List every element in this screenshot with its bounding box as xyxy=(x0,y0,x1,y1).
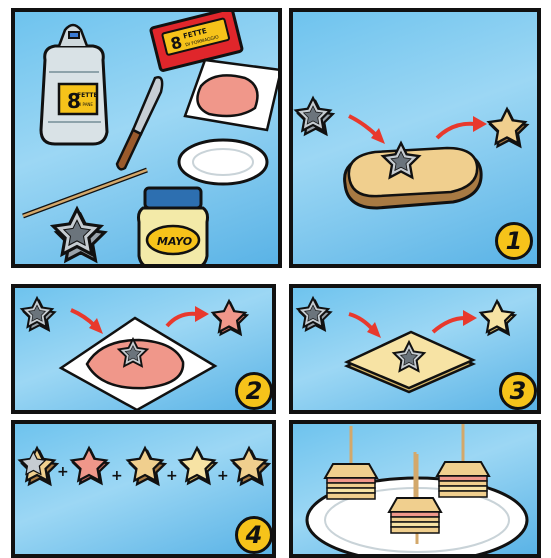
step-badge-1: 1 xyxy=(495,222,533,260)
stack-ham-star xyxy=(72,448,108,483)
red-arrow-head xyxy=(463,310,477,326)
star-cutter-icon xyxy=(22,298,55,330)
red-arrow-head xyxy=(473,116,487,132)
skewer-icon xyxy=(23,170,147,216)
panel-cut-ham: 2 xyxy=(11,284,276,414)
cheese-slice-icon xyxy=(347,332,473,392)
star-cutter-icon xyxy=(53,209,104,261)
plus-operator: + xyxy=(111,468,123,484)
ham-on-paper-icon xyxy=(61,318,215,410)
stack-cheese-star xyxy=(180,448,216,483)
step-badge-4: 4 xyxy=(235,516,273,554)
bread-slice-icon xyxy=(345,143,482,208)
bread-bag-icon: 8 FETTE DI PANE xyxy=(41,25,107,144)
red-arrow-icon xyxy=(349,116,377,136)
star-cutter-icon xyxy=(296,98,333,134)
red-arrow-icon xyxy=(71,310,95,326)
star-shape-icon xyxy=(213,301,247,334)
knife-icon xyxy=(117,77,162,169)
star-cutter-icon xyxy=(298,298,331,330)
plate-icon xyxy=(179,140,267,184)
stack-bread-star xyxy=(20,448,57,484)
plus-operator: + xyxy=(217,468,229,484)
sandwich-skewer-icon xyxy=(437,424,489,497)
stack-bread-star xyxy=(128,448,165,484)
stack-bread-star xyxy=(232,448,269,484)
bread-bag-subtext: DI PANE xyxy=(77,102,93,107)
mayo-label: MAYO xyxy=(157,235,192,248)
star-shape-icon xyxy=(489,109,527,146)
step-badge-2: 2 xyxy=(235,372,273,410)
step-badge-3: 3 xyxy=(499,372,537,410)
red-arrow-head xyxy=(195,306,209,322)
star-shape-icon xyxy=(481,301,515,334)
sandwich-skewer-icon xyxy=(325,426,377,499)
red-arrow-icon xyxy=(437,124,475,138)
panel-stack-layers: + + + + 4 xyxy=(11,420,276,558)
panel-serve xyxy=(289,420,541,558)
plus-operator: + xyxy=(166,468,178,484)
ham-slice-icon xyxy=(185,60,278,130)
bread-bag-text: FETTE xyxy=(77,92,98,99)
panel-cut-bread: 1 xyxy=(289,8,541,268)
red-arrow-icon xyxy=(349,314,373,330)
mayo-jar-icon: MAYO xyxy=(139,188,208,264)
plus-operator: + xyxy=(57,464,69,480)
red-arrow-icon xyxy=(167,314,197,326)
panel-cut-cheese: 3 xyxy=(289,284,541,414)
red-arrow-icon xyxy=(433,318,465,332)
panel-ingredients: 8 FETTE DI PANE 8 FETTE DI FORMAGGIO xyxy=(11,8,282,268)
